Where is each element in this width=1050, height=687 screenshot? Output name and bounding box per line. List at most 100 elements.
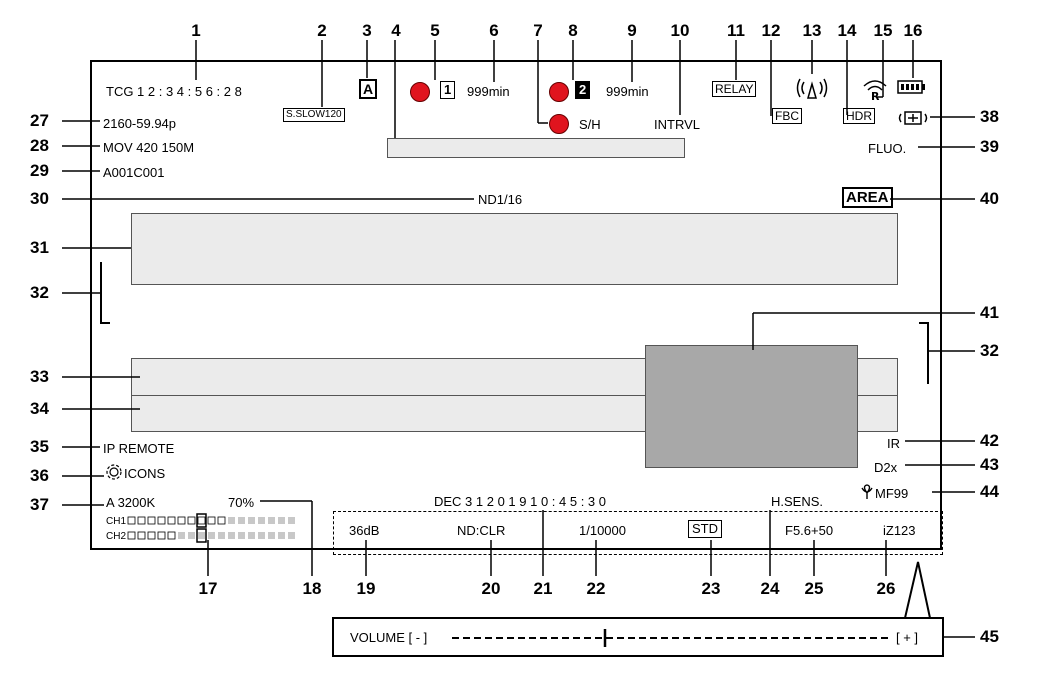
callout-12: 12 xyxy=(761,21,781,40)
callout-33: 33 xyxy=(30,367,49,386)
meter-peak-marker xyxy=(196,513,207,528)
mark-32-right-h xyxy=(919,322,929,324)
screen-frame-right xyxy=(940,60,942,550)
nd-clr-text: ND:CLR xyxy=(457,523,506,538)
meter-segment xyxy=(207,516,216,525)
meter-segment xyxy=(228,517,235,524)
meter-segment xyxy=(157,531,166,540)
std-box: STD xyxy=(688,520,722,538)
meter-segment xyxy=(167,531,176,540)
meter-segment xyxy=(197,516,206,525)
intrvl-text: INTRVL xyxy=(654,117,700,132)
callout-14: 14 xyxy=(837,21,857,40)
meter-segment xyxy=(218,532,225,539)
meter-segment xyxy=(278,532,285,539)
ch2-label: CH2 xyxy=(106,531,127,542)
callout-3: 3 xyxy=(362,21,372,40)
meter-segment xyxy=(228,532,235,539)
mark-32-left-v xyxy=(100,262,102,324)
slot2-box: 2 xyxy=(575,81,591,99)
s-slow-box: S.SLOW120 xyxy=(283,108,345,122)
nd-value: ND1/16 xyxy=(478,192,523,207)
callout-21: 21 xyxy=(533,579,553,598)
callout-13: 13 xyxy=(802,21,822,40)
meter-segment xyxy=(137,531,146,540)
meter-segment xyxy=(248,532,255,539)
callout-38: 38 xyxy=(980,107,999,126)
shutter-text: 1/10000 xyxy=(579,523,626,538)
tcg-text: TCG 1 2 : 3 4 : 5 6 : 2 8 xyxy=(106,84,242,99)
rec-dot-sh xyxy=(549,114,569,134)
meter-segment xyxy=(167,516,176,525)
callout-8: 8 xyxy=(568,21,578,40)
callout-6: 6 xyxy=(489,21,499,40)
callout-37: 37 xyxy=(30,495,49,514)
gray-box-31 xyxy=(131,213,898,285)
screen-frame-left xyxy=(90,60,92,550)
volume-plus: [ + ] xyxy=(896,630,919,645)
auto-mode-box: A xyxy=(359,79,378,99)
meter-segment xyxy=(177,516,186,525)
fbc-box: FBC xyxy=(772,108,802,124)
callout-31: 31 xyxy=(30,238,49,257)
meter-segment xyxy=(248,517,255,524)
gear-icon xyxy=(106,464,122,480)
callout-18: 18 xyxy=(302,579,322,598)
ir-text: IR xyxy=(887,436,900,451)
slot1-time: 999min xyxy=(467,84,510,99)
callout-32-left: 32 xyxy=(30,283,49,302)
callout-10: 10 xyxy=(670,21,690,40)
area-box: AREA xyxy=(842,187,893,208)
meter-segment xyxy=(238,532,245,539)
rec-format: MOV 420 150M xyxy=(103,140,195,155)
battery-icon xyxy=(897,80,925,94)
volume-label: VOLUME [ - ] xyxy=(350,630,428,645)
wb-text: A 3200K xyxy=(106,495,156,510)
gain-text: 36dB xyxy=(349,523,380,538)
slot1-box: 1 xyxy=(440,81,456,99)
screen-frame-top xyxy=(90,60,942,62)
slot2-time: 999min xyxy=(606,84,649,99)
callout-5: 5 xyxy=(430,21,440,40)
mf-text: MF99 xyxy=(875,486,909,501)
callout-2: 2 xyxy=(317,21,327,40)
meter-segment xyxy=(288,517,295,524)
h-sens: H.SENS. xyxy=(771,494,824,509)
date-time: DEC 3 1 2 0 1 9 1 0 : 4 5 : 3 0 xyxy=(434,494,606,509)
callout-28: 28 xyxy=(30,136,49,155)
callout-24: 24 xyxy=(760,579,780,598)
rec-dot-slot2 xyxy=(549,82,569,102)
status-bar-dashed-box xyxy=(333,511,943,555)
callout-23: 23 xyxy=(701,579,721,598)
callout-20: 20 xyxy=(481,579,501,598)
callout-32-right: 32 xyxy=(980,341,999,360)
callout-7: 7 xyxy=(533,21,543,40)
zebra-text: 70% xyxy=(228,495,255,510)
callout-45: 45 xyxy=(980,627,999,646)
meter-segment xyxy=(187,516,196,525)
relay-box: RELAY xyxy=(712,81,757,97)
callout-34: 34 xyxy=(30,399,49,418)
zoom-text: iZ123 xyxy=(883,523,916,538)
fluo-text: FLUO. xyxy=(868,141,907,156)
callout-19: 19 xyxy=(356,579,376,598)
meter-segment xyxy=(238,517,245,524)
callout-25: 25 xyxy=(804,579,824,598)
mark-32-right-v xyxy=(927,322,929,384)
meter-segment xyxy=(147,531,156,540)
callout-15: 15 xyxy=(873,21,893,40)
callout-16: 16 xyxy=(903,21,923,40)
callout-29: 29 xyxy=(30,161,49,180)
clip-name: A001C001 xyxy=(103,165,165,180)
volume-connector xyxy=(904,561,931,619)
meter-segment xyxy=(137,516,146,525)
ch1-label: CH1 xyxy=(106,516,127,527)
callout-22: 22 xyxy=(586,579,606,598)
screen-frame-bottom xyxy=(90,548,942,550)
macro-flower-icon xyxy=(861,484,873,499)
volume-bar-box xyxy=(332,617,944,657)
callout-9: 9 xyxy=(627,21,637,40)
meter-segment xyxy=(258,532,265,539)
callout-27: 27 xyxy=(30,111,49,130)
